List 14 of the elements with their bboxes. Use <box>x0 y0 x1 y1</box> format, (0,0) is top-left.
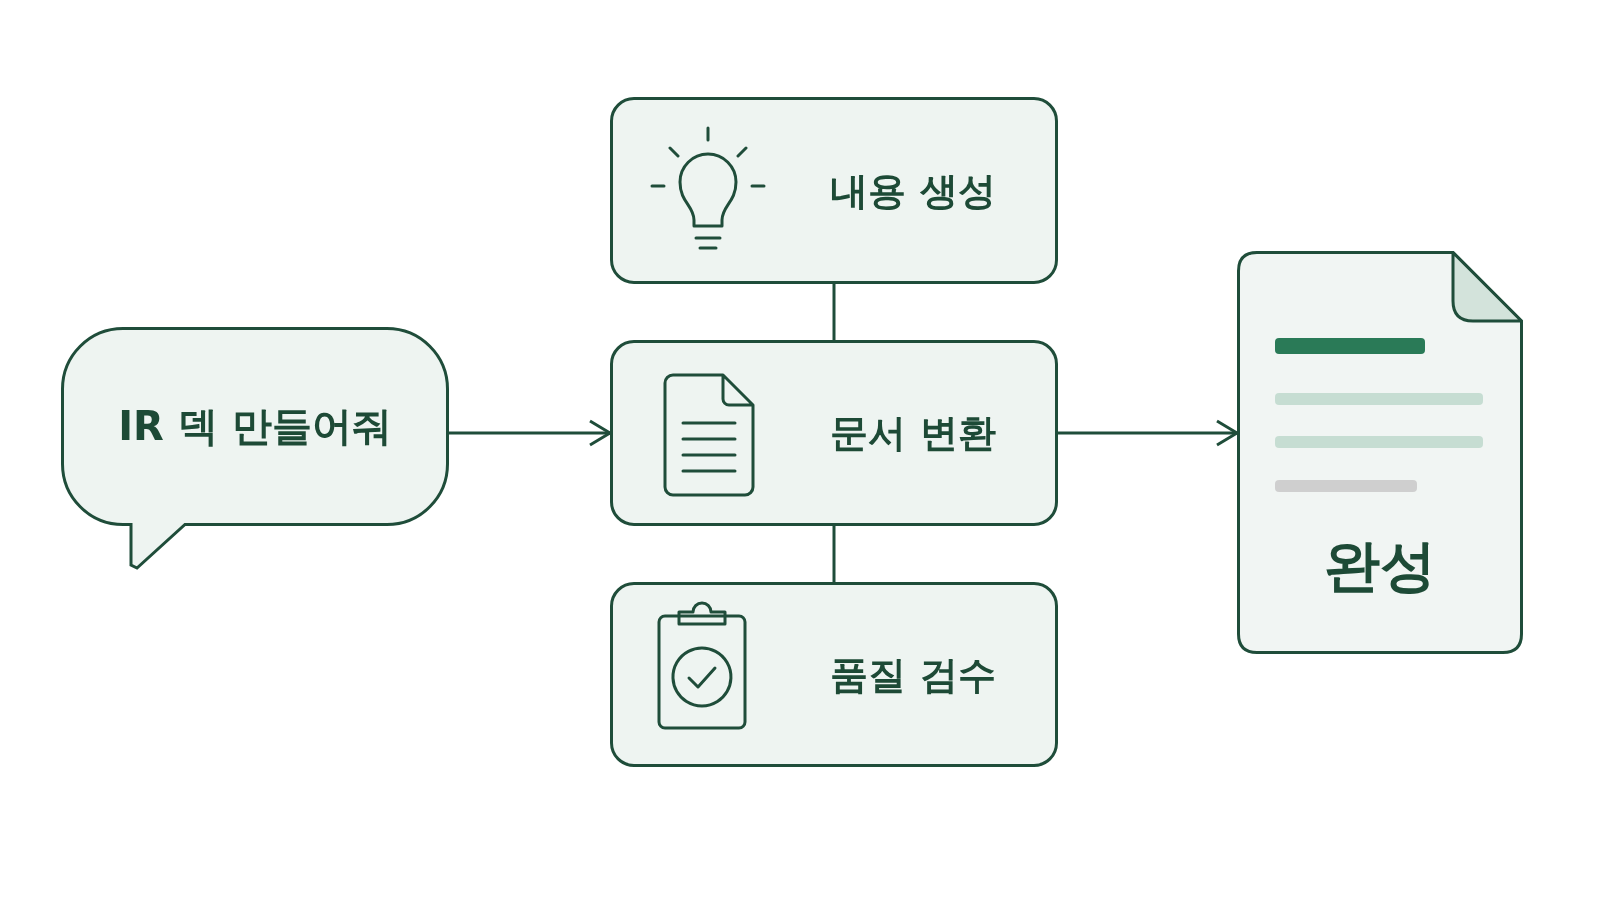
document-page <box>1237 251 1523 654</box>
speech-bubble <box>61 327 449 571</box>
connector-line <box>832 526 836 582</box>
arrow <box>1058 419 1239 447</box>
result-text: 완성 <box>1323 532 1437 600</box>
request-text: IR 덱 만들어줘 <box>117 402 393 451</box>
connector-line <box>832 284 836 340</box>
step-label: 내용 생성 <box>829 167 997 215</box>
process-box <box>610 340 1058 526</box>
process-box <box>610 97 1058 284</box>
step-label: 문서 변환 <box>829 410 997 457</box>
process-box <box>610 582 1058 767</box>
arrow <box>449 419 612 447</box>
step-label: 품질 검수 <box>829 651 997 699</box>
